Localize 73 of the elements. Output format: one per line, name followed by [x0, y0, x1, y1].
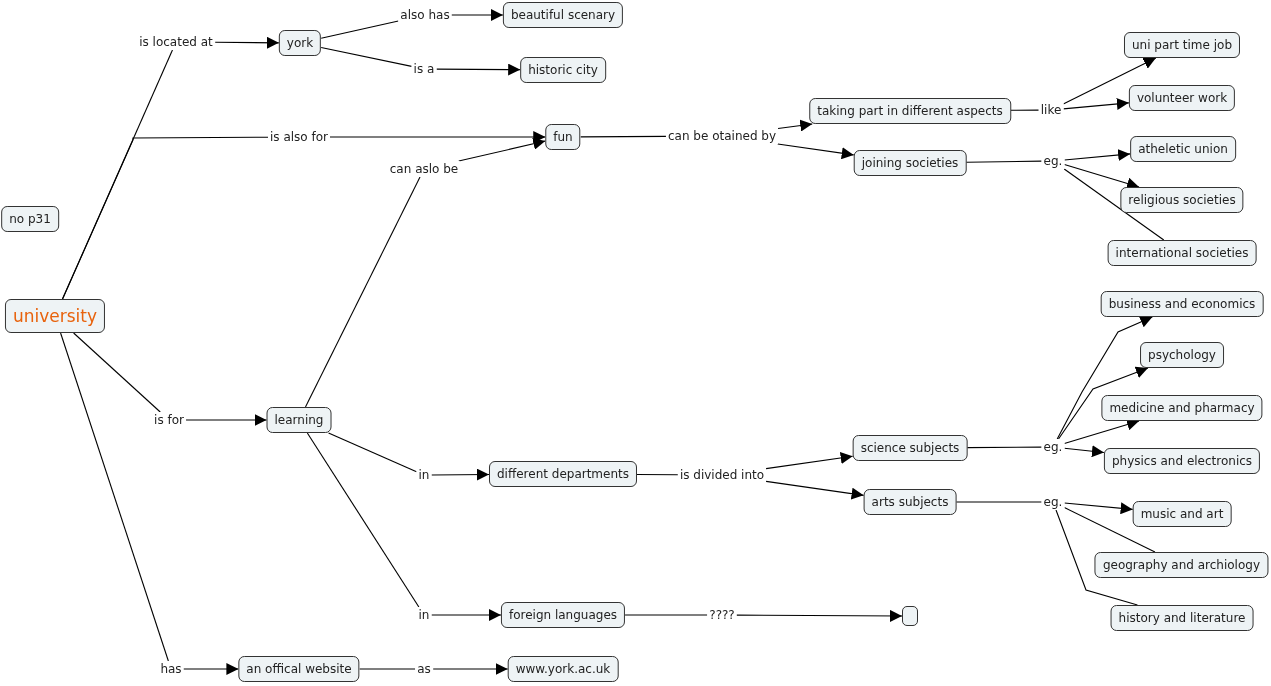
arrow: [736, 609, 903, 622]
arrow: [765, 452, 854, 470]
arrow: [183, 663, 239, 675]
connector-line: [1010, 109, 1040, 111]
concept-box: york: [278, 30, 322, 56]
connector-line: [624, 614, 708, 616]
arrow: [1062, 57, 1157, 105]
linking-phrase: can be otained by: [665, 128, 779, 144]
arrow: [1062, 98, 1130, 110]
arrow: [451, 9, 504, 21]
connector-line: [966, 446, 1043, 449]
connector-line: [359, 668, 416, 670]
concept-box: joining societies: [853, 150, 967, 176]
connector-line: [60, 332, 169, 662]
connector-line: [965, 160, 1043, 163]
connector-line: [1063, 168, 1165, 241]
connector-line: [306, 432, 420, 608]
connector-line: [320, 20, 399, 39]
empty-box: [902, 606, 918, 626]
concept-box: business and economics: [1100, 291, 1264, 317]
arrow: [1057, 366, 1149, 440]
connector-line: [580, 135, 667, 138]
arrow: [1056, 316, 1153, 440]
concept-box: psychology: [1140, 342, 1224, 368]
concept-box: history and literature: [1110, 605, 1254, 631]
concept-box: an offical website: [238, 656, 360, 682]
concept-box: fun: [545, 124, 581, 150]
arrow: [458, 137, 546, 162]
concept-box: taking part in different aspects: [809, 98, 1011, 124]
arrow: [432, 663, 509, 675]
concept-box: science subjects: [852, 435, 968, 461]
linking-phrase: also has: [398, 7, 452, 23]
connector-line: [320, 46, 413, 67]
connector-line: [636, 473, 679, 476]
arrow: [1063, 502, 1134, 515]
concept-box: beautiful scenary: [502, 2, 624, 28]
concept-box: university: [4, 299, 106, 333]
concept-box: religious societies: [1120, 187, 1244, 213]
arrow: [329, 131, 546, 143]
arrow: [777, 119, 813, 132]
arrow: [1063, 149, 1131, 161]
connector-line: [328, 432, 418, 473]
arrow: [435, 63, 521, 76]
concept-box: medicine and pharmacy: [1101, 395, 1263, 421]
connector-line: [955, 501, 1043, 503]
arrow: [185, 414, 268, 426]
linking-phrase: is located at: [137, 34, 215, 50]
concept-box: www.york.ac.uk: [507, 656, 619, 682]
arrow: [214, 36, 280, 49]
concept-box: music and art: [1132, 501, 1232, 527]
concept-box: no p31: [1, 206, 59, 232]
connector-line: [73, 332, 161, 413]
arrow: [777, 143, 855, 160]
connector-line: [1063, 507, 1156, 553]
concept-box: foreign languages: [500, 602, 626, 628]
concept-box: geography and archiology: [1094, 552, 1268, 578]
concept-box: historic city: [520, 57, 606, 83]
concept-box: learning: [266, 407, 332, 433]
connector-line: [62, 136, 269, 300]
concept-box: physics and electronics: [1103, 448, 1261, 474]
linking-phrase: can aslo be: [387, 161, 461, 177]
concept-box: arts subjects: [863, 489, 957, 515]
arrow: [765, 480, 865, 500]
arrow: [430, 609, 502, 621]
connector-line: [304, 176, 421, 408]
concept-box: volunteer work: [1128, 85, 1236, 111]
concept-box: atheletic union: [1130, 136, 1236, 162]
arrow: [1063, 445, 1105, 458]
arrow: [430, 468, 490, 481]
connector-line: [1055, 509, 1138, 606]
concept-box: international societies: [1107, 240, 1257, 266]
concept-box: different departments: [489, 461, 637, 487]
concept-box: uni part time job: [1124, 32, 1240, 58]
